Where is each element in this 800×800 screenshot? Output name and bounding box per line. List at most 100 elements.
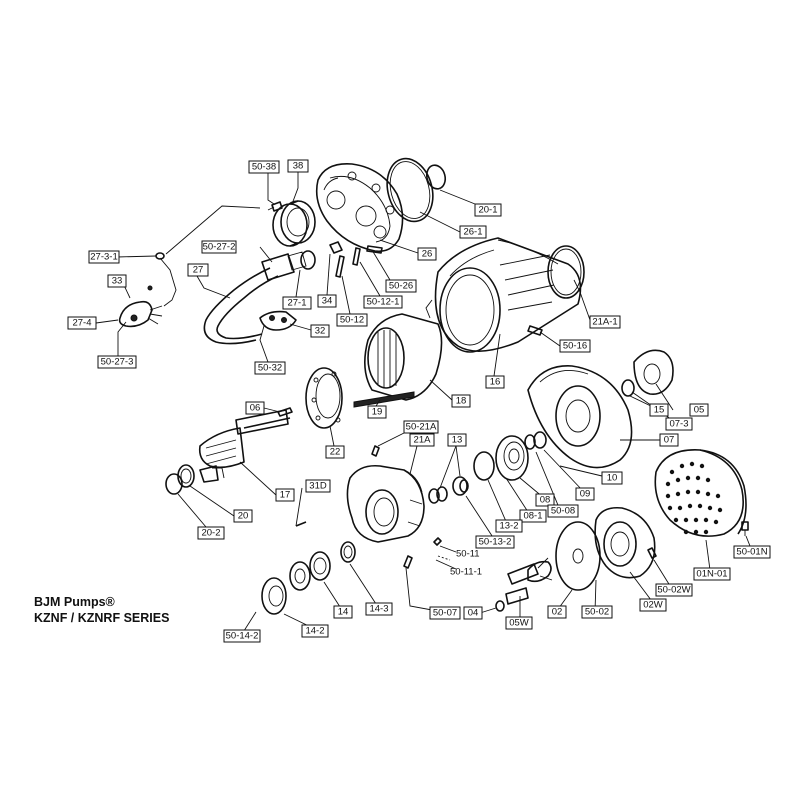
part-ring-15 [621, 379, 635, 397]
part-bearing-housing-38 [272, 200, 316, 247]
callout-34: 34 [317, 294, 337, 308]
part-screws-50-12 [335, 245, 383, 278]
part-terminal-board-32 [259, 310, 297, 331]
callout-13-2: 13-2 [495, 519, 523, 533]
svg-text:08: 08 [540, 495, 551, 506]
part-upper-cover-26 [315, 163, 404, 253]
callout-50-26: 50-26 [385, 279, 417, 293]
svg-text:20-1: 20-1 [478, 205, 497, 216]
svg-text:50-08: 50-08 [551, 506, 575, 517]
svg-text:50-21A: 50-21A [406, 422, 437, 433]
part-stator-18 [364, 313, 443, 401]
part-cable-27 [203, 251, 307, 345]
svg-text:50-02W: 50-02W [657, 585, 690, 596]
svg-text:05: 05 [694, 405, 705, 416]
part-bearing-20 [177, 464, 195, 488]
part-screw-50-38 [267, 201, 283, 212]
callout-05: 05 [689, 403, 709, 417]
callout-20: 20 [233, 509, 253, 523]
part-ring-20-2 [165, 473, 183, 495]
svg-text:13-2: 13-2 [499, 521, 518, 532]
svg-text:07-3: 07-3 [669, 419, 688, 430]
part-plate-14-2 [261, 577, 287, 615]
svg-text:50-02: 50-02 [585, 607, 609, 618]
part-screw-50-02W [647, 547, 657, 559]
callout-08: 08 [535, 493, 555, 507]
callout-50-21A: 50-21A [403, 420, 439, 434]
svg-text:27-3-1: 27-3-1 [90, 252, 117, 263]
callout-22: 22 [325, 445, 345, 459]
callout-02: 02 [547, 605, 567, 619]
callout-50-12-1: 50-12-1 [363, 295, 403, 309]
callout-14-3: 14-3 [365, 602, 393, 616]
callout-50-27-3: 50-27-3 [97, 355, 137, 369]
callout-07-3: 07-3 [665, 417, 693, 431]
callout-50-02W: 50-02W [655, 583, 693, 597]
svg-text:31D: 31D [309, 481, 327, 492]
callout-31D: 31D [305, 479, 331, 493]
callout-16: 16 [485, 375, 505, 389]
callout-21A: 21A [409, 433, 435, 447]
callout-14: 14 [333, 605, 353, 619]
svg-text:50-26: 50-26 [389, 281, 413, 292]
part-wire-31D [295, 521, 307, 527]
part-disc-02 [555, 521, 601, 591]
callout-32: 32 [310, 324, 330, 338]
svg-text:01N-01: 01N-01 [696, 569, 727, 580]
svg-text:13: 13 [452, 435, 463, 446]
part-ring-09 [524, 431, 547, 450]
callout-50-38: 50-38 [248, 160, 280, 174]
callout-50-32: 50-32 [254, 361, 286, 375]
part-strainer-01N [654, 449, 747, 537]
svg-text:21A: 21A [414, 435, 432, 446]
callout-50-16: 50-16 [559, 339, 591, 353]
part-o-ring-27-1 [300, 250, 316, 270]
svg-text:50-27-2: 50-27-2 [203, 242, 236, 253]
svg-text:17: 17 [280, 490, 291, 501]
svg-text:27: 27 [193, 265, 204, 276]
callout-33: 33 [107, 274, 127, 288]
svg-text:04: 04 [468, 608, 479, 619]
callout-09: 09 [575, 487, 595, 501]
callout-10: 10 [601, 471, 623, 485]
svg-text:27-1: 27-1 [287, 298, 306, 309]
series-name: KZNF / KZNRF SERIES [34, 611, 170, 625]
callout-27-3-1: 27-3-1 [88, 250, 120, 264]
callout-50-08: 50-08 [547, 504, 579, 518]
svg-text:32: 32 [315, 326, 326, 337]
svg-text:50-16: 50-16 [563, 341, 587, 352]
svg-text:50-14-2: 50-14-2 [226, 631, 259, 642]
callout-27: 27 [187, 263, 209, 277]
callout-21A-1: 21A-1 [589, 315, 621, 329]
callout-50-11-1: 50-11-1 [450, 567, 482, 578]
part-impeller-05 [633, 349, 674, 396]
callout-20-2: 20-2 [197, 526, 225, 540]
callout-50-12: 50-12 [336, 313, 368, 327]
part-screw-50-16 [527, 325, 543, 336]
svg-text:20: 20 [238, 511, 249, 522]
callout-50-14-2: 50-14-2 [223, 629, 261, 643]
svg-text:22: 22 [330, 447, 341, 458]
svg-text:14: 14 [338, 607, 349, 618]
part-impeller-05W [505, 557, 553, 605]
svg-text:14-2: 14-2 [305, 626, 324, 637]
svg-text:50-13-2: 50-13-2 [479, 537, 512, 548]
callout-05W: 05W [505, 616, 533, 630]
callout-20-1: 20-1 [474, 203, 502, 217]
svg-text:50-12: 50-12 [340, 315, 364, 326]
part-wear-plate-02W [594, 506, 656, 579]
callout-01N-01: 01N-01 [693, 567, 731, 581]
svg-text:09: 09 [580, 489, 591, 500]
svg-text:50-27-3: 50-27-3 [101, 357, 134, 368]
svg-text:20-2: 20-2 [201, 528, 220, 539]
part-bearings-14 [289, 541, 356, 591]
callout-15: 15 [649, 403, 669, 417]
callout-02W: 02W [639, 598, 667, 612]
callout-26-1: 26-1 [459, 225, 487, 239]
callout-18: 18 [451, 394, 471, 408]
svg-text:19: 19 [372, 407, 383, 418]
callout-17: 17 [275, 488, 295, 502]
svg-text:10: 10 [607, 473, 618, 484]
svg-text:18: 18 [456, 396, 467, 407]
